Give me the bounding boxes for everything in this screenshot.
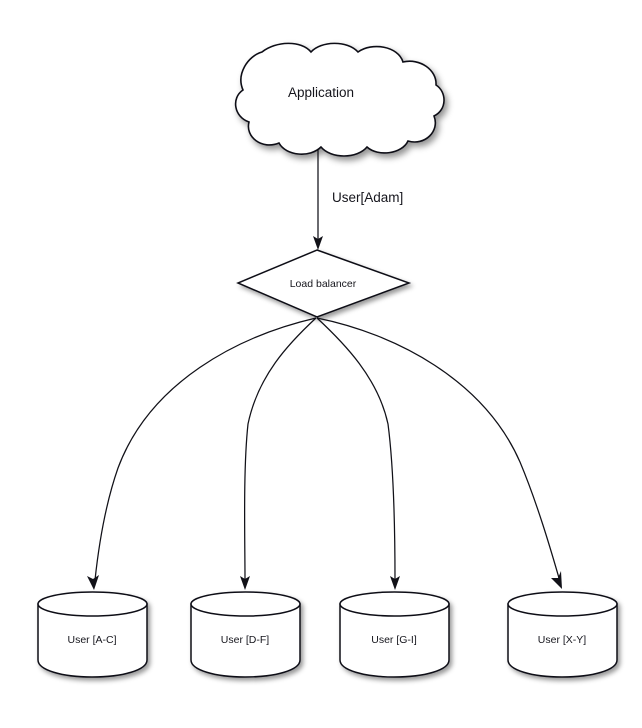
diamond-shape [236, 249, 412, 318]
edge-arrowhead-icon [87, 575, 99, 590]
node-database-3[interactable]: User [G-I] [339, 591, 450, 678]
edge-arrowhead-icon [390, 576, 400, 590]
edge-load-balancer-to-db-4 [316, 317, 562, 589]
edge-curve [316, 317, 396, 581]
node-load-balancer[interactable]: Load balancer [236, 249, 412, 318]
edge-arrowhead-icon [551, 571, 562, 589]
edge-load-balancer-to-db-2 [240, 317, 317, 590]
cylinder-top [339, 591, 450, 617]
edge-arrowhead-icon [240, 576, 250, 590]
node-database-4[interactable]: User [X-Y] [507, 591, 618, 678]
database-label: User [G-I] [371, 634, 417, 646]
edge-label-user-adam: User[Adam] [332, 190, 403, 205]
database-label: User [X-Y] [538, 634, 587, 646]
edge-load-balancer-to-db-3 [316, 317, 400, 590]
cylinder-top [507, 591, 618, 617]
edge-application-to-load-balancer: User[Adam] [313, 150, 403, 250]
cloud-shape [234, 42, 445, 157]
database-label: User [D-F] [221, 634, 269, 646]
edge-load-balancer-to-db-1 [87, 317, 317, 590]
database-label: User [A-C] [67, 634, 116, 646]
cylinder-body [507, 603, 618, 678]
edge-curve [316, 317, 560, 579]
edge-curve [243, 317, 317, 581]
load-balancer-label: Load balancer [290, 278, 357, 290]
cylinder-top [190, 591, 301, 617]
application-label: Application [288, 85, 354, 100]
edge-curve [94, 317, 317, 581]
edge-arrowhead-icon [313, 236, 323, 250]
node-database-2[interactable]: User [D-F] [190, 591, 301, 678]
node-database-1[interactable]: User [A-C] [37, 591, 148, 678]
cylinder-top [37, 591, 148, 617]
cylinder-body [37, 603, 148, 678]
node-application[interactable]: Application [234, 42, 445, 157]
cylinder-body [190, 603, 301, 678]
cylinder-body [339, 603, 450, 678]
